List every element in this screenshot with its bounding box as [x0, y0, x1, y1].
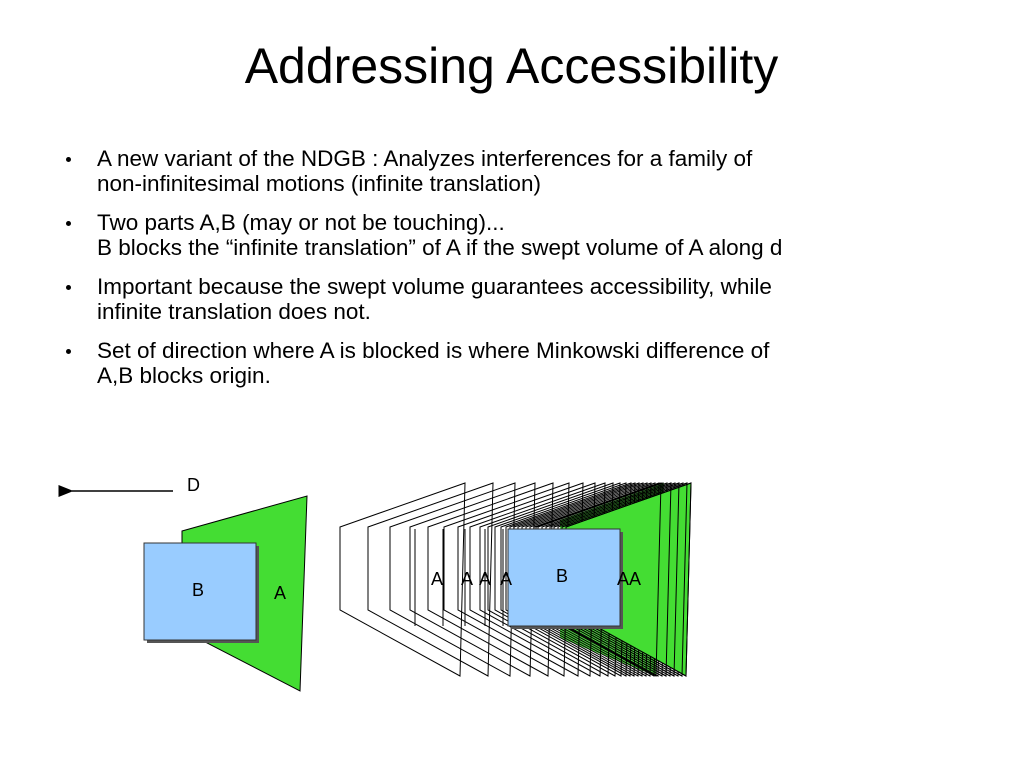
swept-a-outline [487, 482, 614, 677]
bullet-list: A new variant of the NDGB : Analyzes int… [60, 146, 980, 402]
swept-a-outline [469, 482, 596, 677]
bullet-dot-icon [66, 349, 71, 354]
swept-a-label: A [431, 569, 443, 589]
part-b-shape [143, 542, 257, 641]
slide-title: Addressing Accessibility [244, 38, 779, 94]
swept-a-outline [389, 482, 516, 677]
bullet-line: non-infinitesimal motions (infinite tran… [97, 171, 541, 196]
swept-a-outline [443, 482, 570, 677]
bullet-dot-icon [66, 221, 71, 226]
bullet-line: Two parts A,B (may or not be touching)..… [97, 210, 505, 235]
swept-a-label: A [500, 569, 512, 589]
bullet-item: Set of direction where A is blocked is w… [60, 338, 980, 388]
direction-label: D [187, 475, 200, 495]
swept-a-outline [367, 482, 494, 677]
bullet-item: A new variant of the NDGB : Analyzes int… [60, 146, 980, 196]
part-a-label: A [274, 583, 286, 603]
bullet-line: Important because the swept volume guara… [97, 274, 772, 299]
swept-part-b-shape [507, 528, 621, 627]
swept-a-outline [479, 482, 606, 677]
swept-a-label: AA [617, 569, 641, 589]
bullet-line: B blocks the “infinite translation” of A… [97, 235, 783, 260]
bullet-dot-icon [66, 157, 71, 162]
part-b-label: B [192, 580, 204, 600]
swept-a-outline [457, 482, 584, 677]
bullet-dot-icon [66, 285, 71, 290]
bullet-line: A new variant of the NDGB : Analyzes int… [97, 146, 753, 171]
right-diagram: B A A A A AA [339, 482, 692, 677]
left-diagram: B A [143, 495, 308, 692]
swept-part-b-label: B [556, 566, 568, 586]
swept-volume-figure: D B A B A A A A AA [0, 460, 1023, 710]
bullet-line: infinite translation does not. [97, 299, 371, 324]
bullet-item: Important because the swept volume guara… [60, 274, 980, 324]
swept-a-outline [339, 482, 466, 677]
bullet-line: Set of direction where A is blocked is w… [97, 338, 770, 363]
bullet-line: A,B blocks origin. [97, 363, 271, 388]
swept-a-label: A [461, 569, 473, 589]
swept-a-label: A [479, 569, 491, 589]
swept-a-outline [409, 482, 536, 677]
swept-a-outline [500, 482, 627, 677]
swept-a-outline [427, 482, 554, 677]
figure-canvas: D B A B A A A A AA [58, 475, 692, 692]
swept-a-outline [505, 482, 632, 677]
swept-a-outline [494, 482, 621, 677]
bullet-item: Two parts A,B (may or not be touching)..… [60, 210, 980, 260]
